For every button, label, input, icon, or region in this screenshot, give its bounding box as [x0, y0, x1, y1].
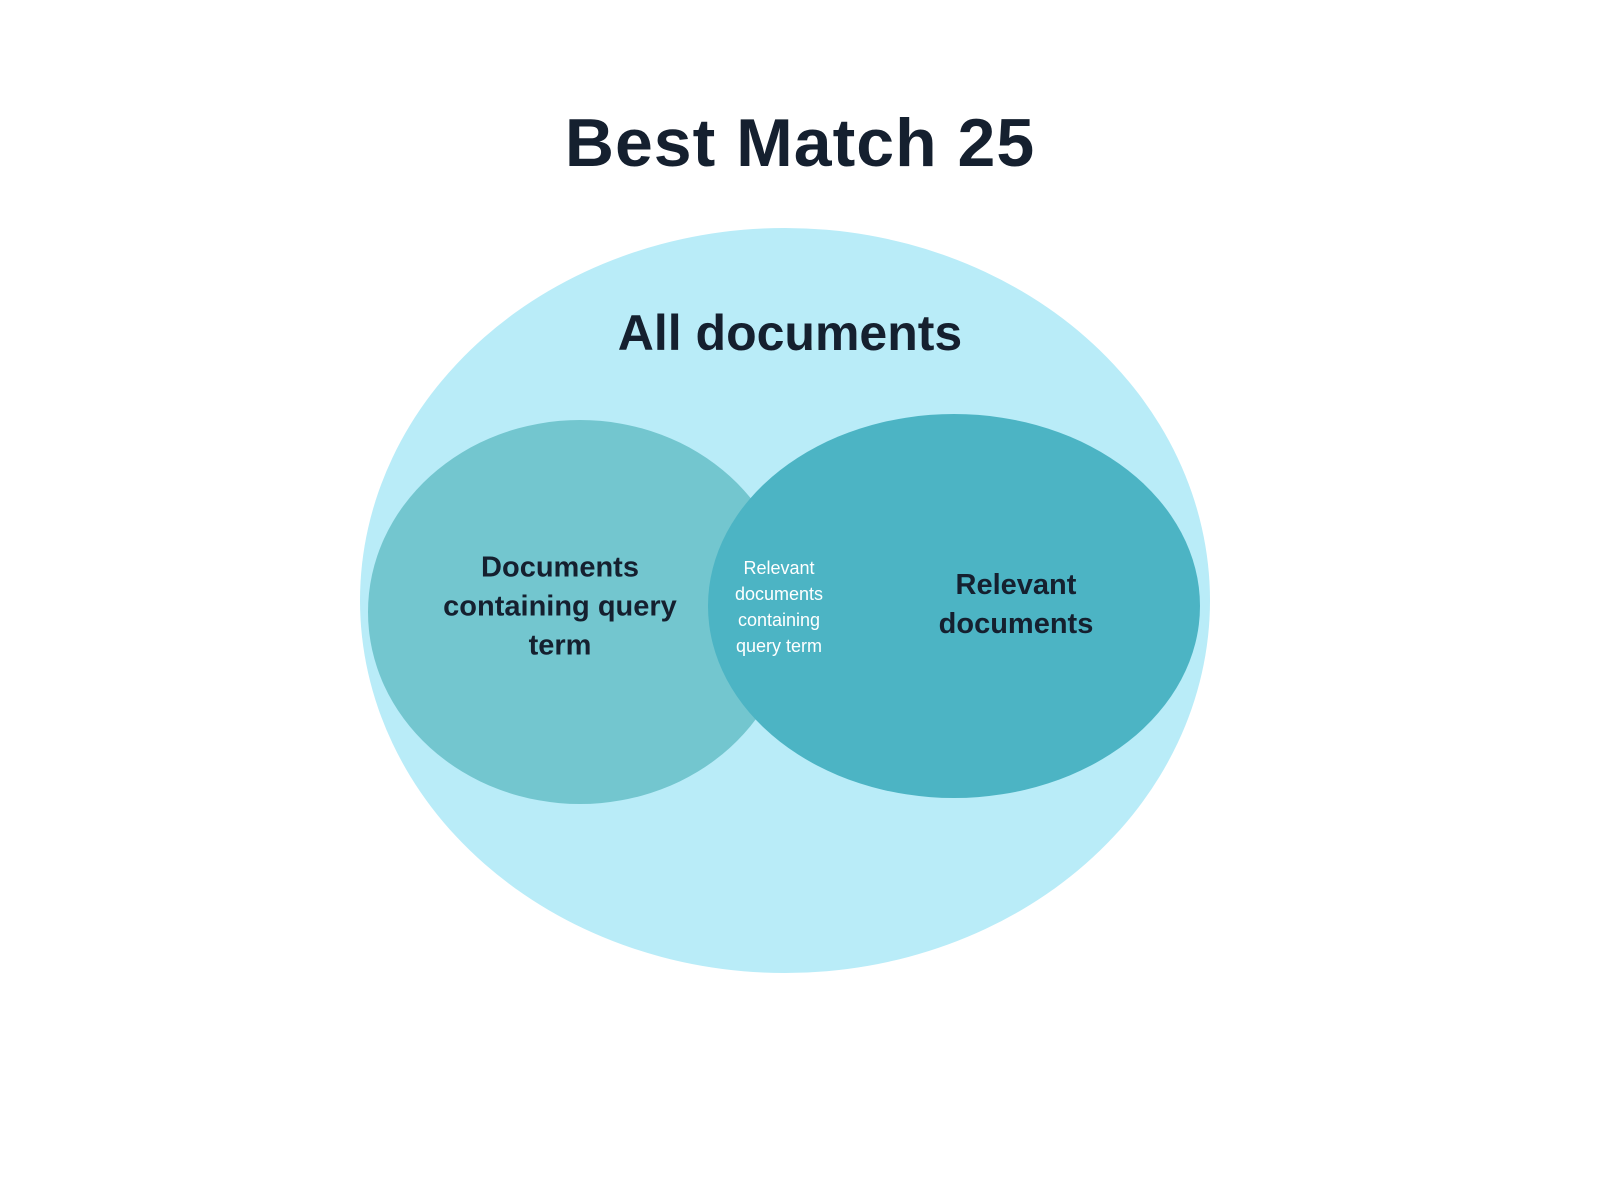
all-documents-label: All documents: [617, 305, 963, 361]
diagram-title: Best Match 25: [564, 105, 1036, 181]
intersection-label: Relevant documents containing query term: [734, 557, 824, 657]
documents-containing-query-term-label: Documents containing query term: [443, 551, 677, 662]
relevant-documents-ellipse: [708, 414, 1200, 798]
relevant-documents-label: Relevant documents: [938, 568, 1094, 640]
